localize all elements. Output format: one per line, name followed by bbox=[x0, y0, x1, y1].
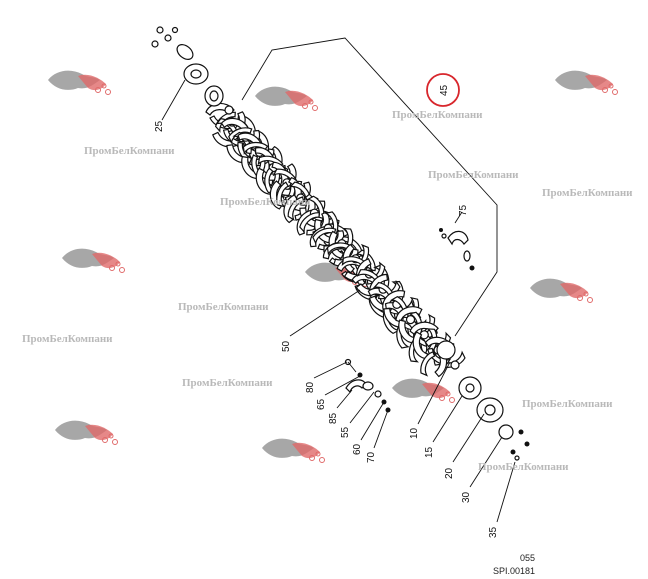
top-bearing-group bbox=[151, 26, 234, 115]
callout-55: 55 bbox=[340, 426, 351, 438]
watermark-text: ПромБелКомпани bbox=[178, 301, 269, 313]
callout-85: 85 bbox=[328, 412, 339, 424]
callout-70: 70 bbox=[366, 451, 377, 463]
watermark-text: ПромБелКомпани bbox=[478, 461, 569, 473]
callout-25: 25 bbox=[154, 120, 165, 132]
callout-labels: 25 45 75 50 80 65 85 55 60 70 10 15 20 3… bbox=[154, 84, 499, 538]
watermark-text: ПромБелКомпани bbox=[428, 169, 519, 181]
callout-60: 60 bbox=[352, 443, 363, 455]
callout-15: 15 bbox=[424, 446, 435, 458]
callout-45: 45 bbox=[439, 84, 450, 96]
bottom-bearing-group bbox=[436, 340, 530, 461]
watermark-text: ПромБелКомпани bbox=[182, 377, 273, 389]
callout-50: 50 bbox=[281, 340, 292, 352]
highlight-circle bbox=[426, 73, 460, 107]
watermark-texts: ПромБелКомпани ПромБелКомпани ПромБелКом… bbox=[22, 109, 633, 473]
callout-75: 75 bbox=[458, 204, 469, 216]
watermark-text: ПромБелКомпани bbox=[392, 109, 483, 121]
leader-lines bbox=[161, 79, 516, 523]
watermark-text: ПромБелКомпани bbox=[22, 333, 113, 345]
watermark-text: ПромБелКомпани bbox=[84, 145, 175, 157]
callout-80: 80 bbox=[305, 381, 316, 393]
assembly-outline bbox=[241, 37, 498, 337]
drawing-code: SPI.00181 bbox=[492, 566, 535, 576]
callout-65: 65 bbox=[316, 398, 327, 410]
callout-35: 35 bbox=[488, 526, 499, 538]
callout-10: 10 bbox=[409, 427, 420, 439]
blade-flange bbox=[405, 315, 416, 325]
callout-30: 30 bbox=[461, 491, 472, 503]
link-group-80 bbox=[344, 358, 391, 413]
callout-20: 20 bbox=[444, 467, 455, 479]
rotor-assembly bbox=[205, 102, 468, 378]
watermark-text: ПромБелКомпани bbox=[522, 398, 613, 410]
page-number: 055 bbox=[519, 553, 535, 563]
watermark-text: ПромБелКомпани bbox=[542, 187, 633, 199]
linkage-group-75 bbox=[439, 228, 475, 271]
watermark-text: ПромБелКомпани bbox=[220, 196, 311, 208]
